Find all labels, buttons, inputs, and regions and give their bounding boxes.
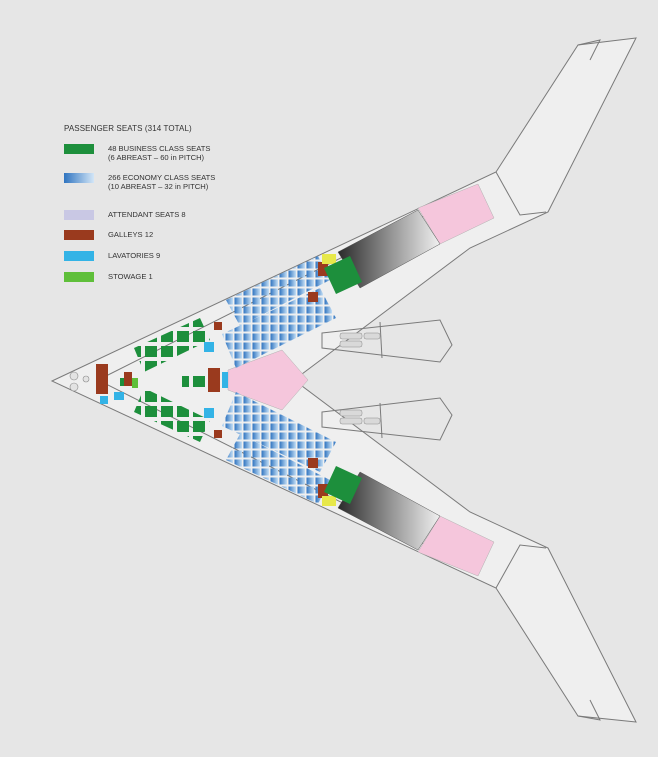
legend-label-attendant: ATTENDANT SEATS 8 [108,210,186,219]
cargo-areas [227,183,495,577]
cockpit [69,371,90,392]
business-seating [120,318,210,442]
legend-item-stowage: STOWAGE 1 [64,272,153,282]
stowage-swatch [64,272,94,282]
stowage [132,254,362,506]
business-swatch [64,144,94,154]
engine-detail [339,332,381,425]
galleys [96,262,328,498]
legend-label-stowage: STOWAGE 1 [108,272,153,281]
legend-label-business: 48 BUSINESS CLASS SEATS (6 ABREAST – 60 … [108,144,211,162]
economy-swatch [64,173,94,183]
legend-label-galleys: GALLEYS 12 [108,230,154,239]
lavatories-swatch [64,251,94,261]
airframe-outline [50,37,637,723]
attendant-swatch [64,210,94,220]
galleys-swatch [64,230,94,240]
legend-label-lavatories: LAVATORIES 9 [108,251,161,260]
legend-item-galleys: GALLEYS 12 [64,230,153,240]
legend-title: PASSENGER SEATS (314 TOTAL) [64,124,192,133]
legend-item-lavatories: LAVATORIES 9 [64,251,160,261]
legend-label-economy: 266 ECONOMY CLASS SEATS (10 ABREAST – 32… [108,173,216,191]
economy-seating [222,256,336,504]
lavatories [100,342,228,418]
legend-item-attendant: ATTENDANT SEATS 8 [64,210,186,220]
legend: PASSENGER SEATS (314 TOTAL) 48 BUSINESS … [64,124,264,282]
legend-item-economy: 266 ECONOMY CLASS SEATS (10 ABREAST – 32… [64,173,215,191]
legend-item-business: 48 BUSINESS CLASS SEATS (6 ABREAST – 60 … [64,144,210,162]
